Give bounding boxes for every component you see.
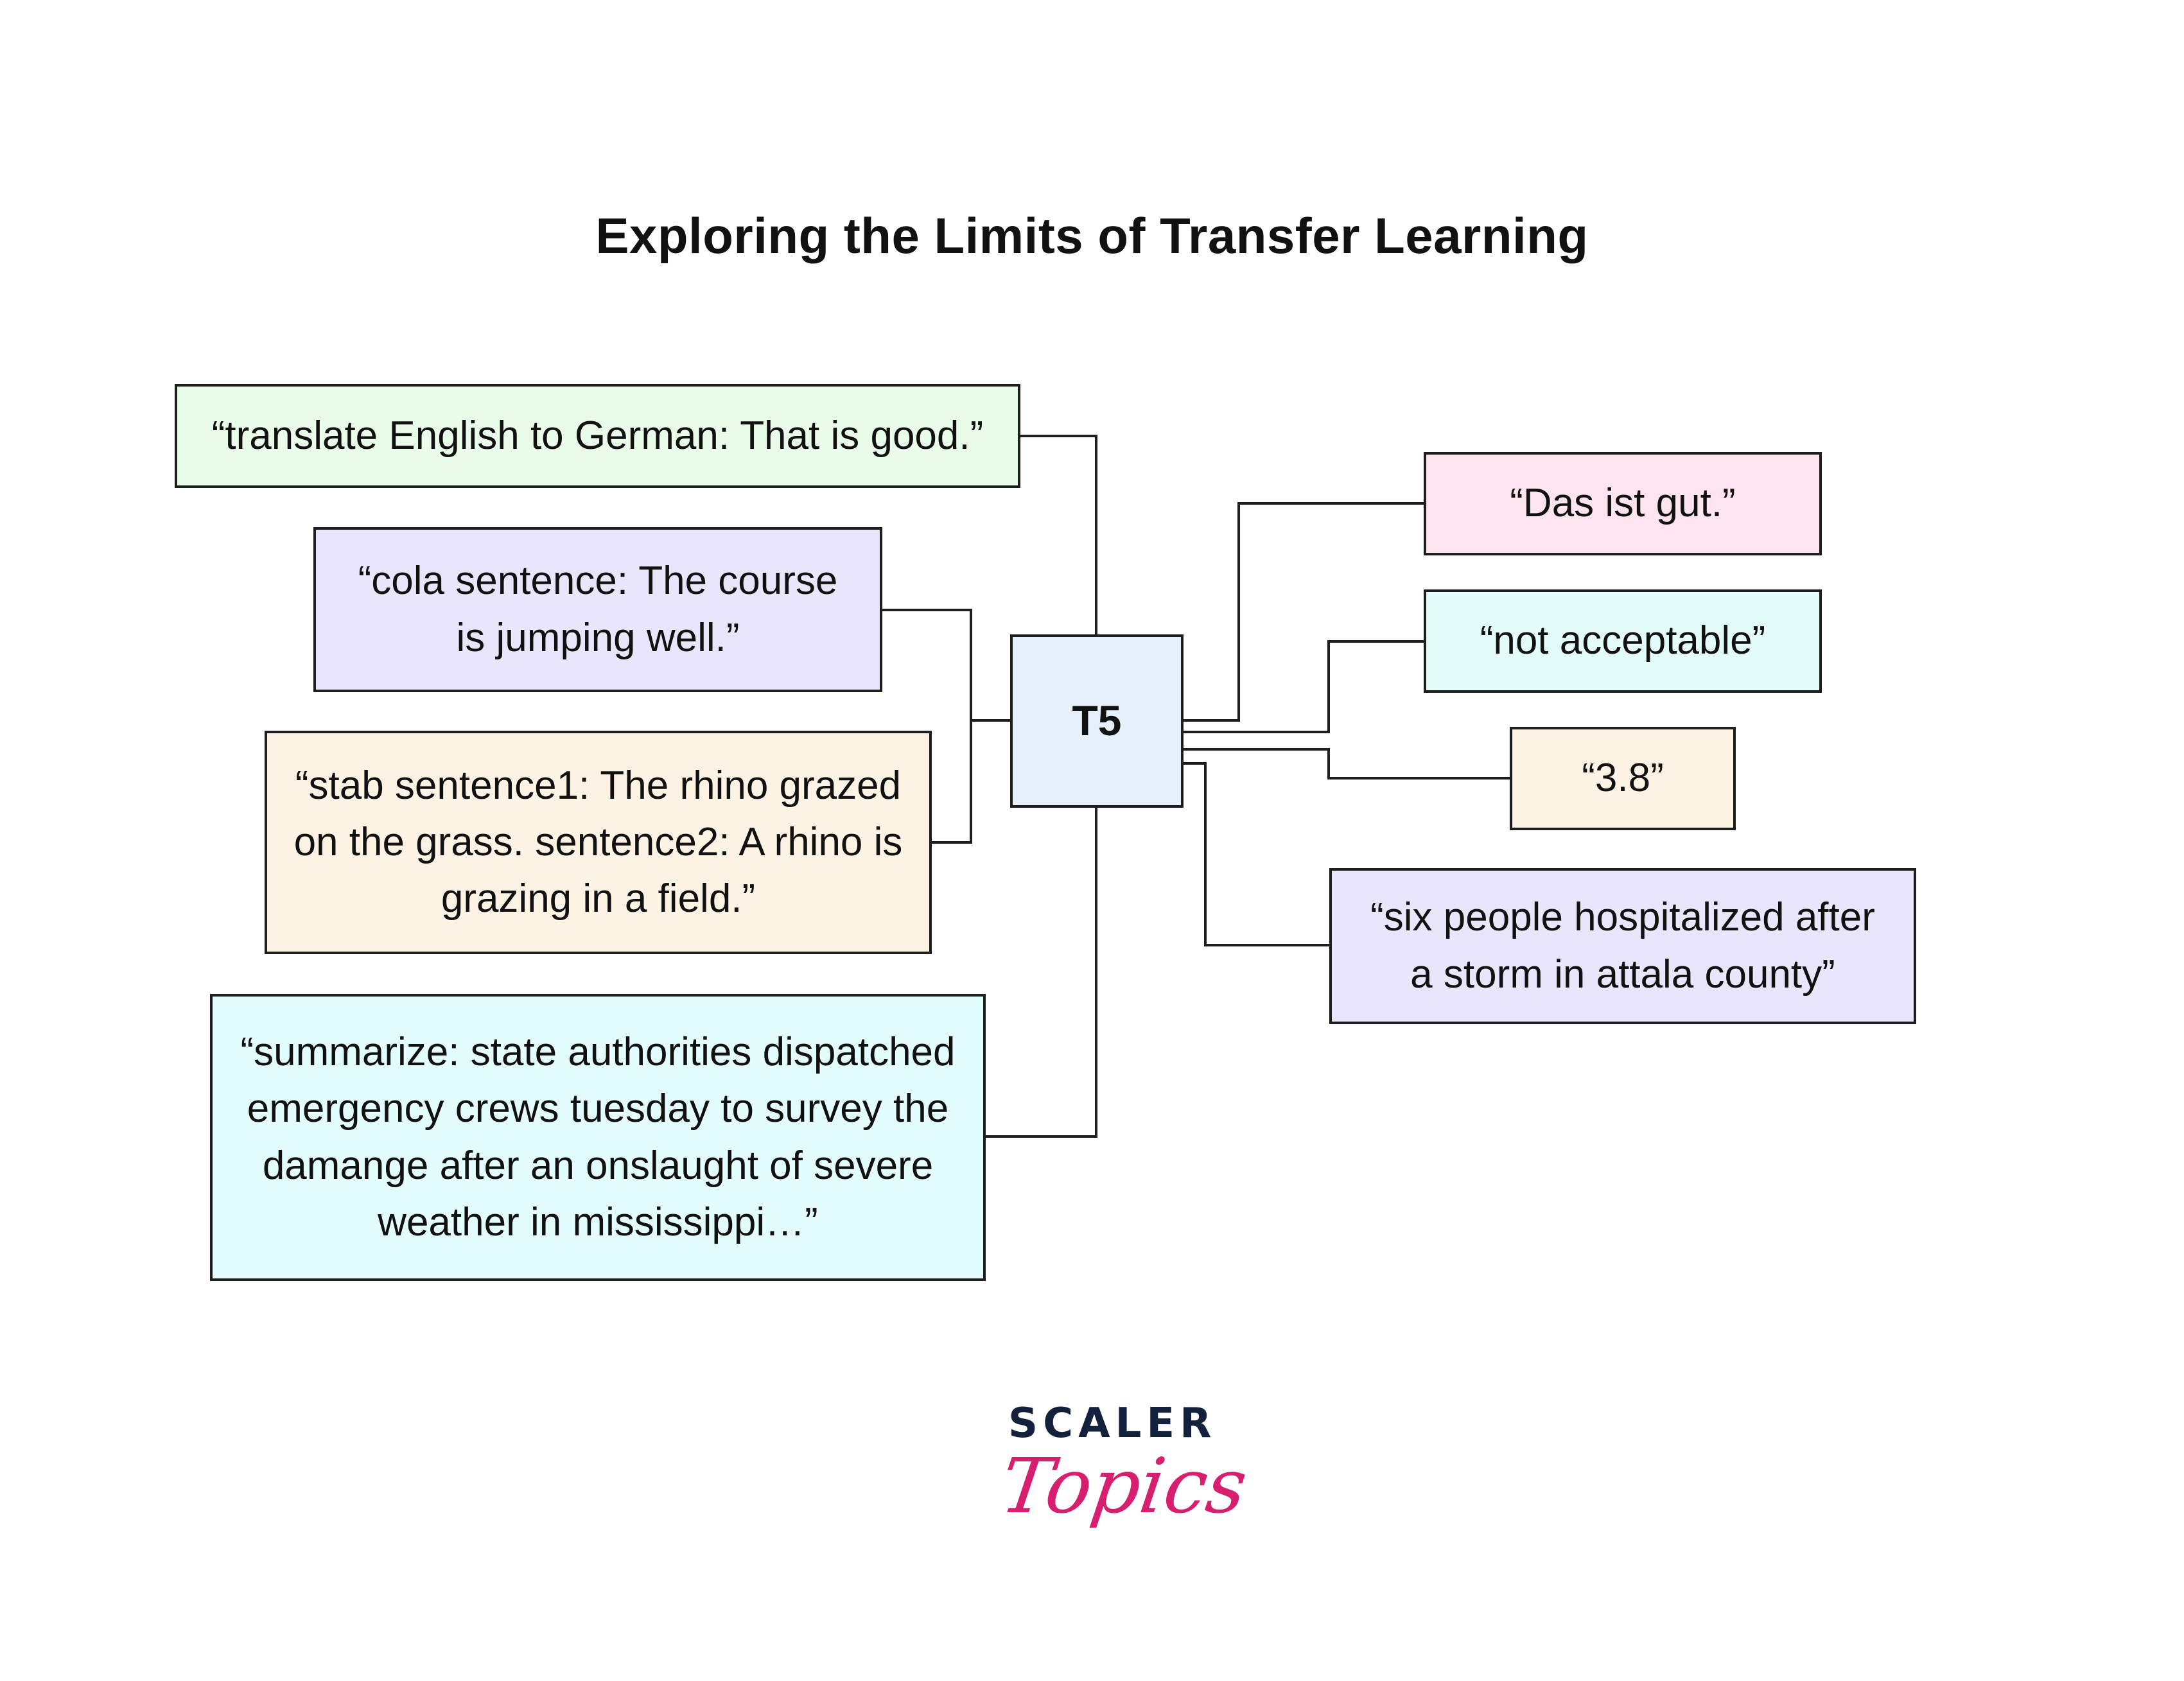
logo-scaler-wordmark: SCALER (1008, 1400, 1217, 1447)
connector-six-people (1182, 762, 1331, 946)
input-box-cola: “cola sentence: The course is jumping we… (313, 527, 882, 692)
connector-3-8 (1182, 748, 1511, 780)
t5-label: T5 (1072, 697, 1122, 745)
input-box-translate: “translate English to German: That is go… (175, 384, 1020, 488)
connector-summarize (984, 806, 1097, 1138)
output-box-six-people: “six people hospitalized after a storm i… (1329, 868, 1916, 1024)
connector-cola (881, 609, 1011, 722)
connector-not-acceptable (1182, 640, 1425, 733)
input-box-stab: “stab sentence1: The rhino grazed on the… (265, 731, 932, 954)
output-box-not-acceptable: “not acceptable” (1424, 589, 1822, 693)
input-box-summarize: “summarize: state authorities dispatched… (210, 994, 986, 1281)
connector-stab (930, 720, 972, 844)
connector-das-ist-gut (1182, 502, 1425, 722)
output-text-3-8: “3.8” (1582, 756, 1664, 801)
t5-model-box: T5 (1010, 634, 1184, 808)
logo-topics-wordmark: Topics (995, 1441, 1253, 1530)
input-text-stab: “stab sentence1: The rhino grazed on the… (293, 763, 903, 921)
input-text-cola: “cola sentence: The course is jumping we… (358, 559, 838, 660)
output-box-das-ist-gut: “Das ist gut.” (1424, 452, 1822, 555)
output-box-3-8: “3.8” (1510, 727, 1736, 830)
input-text-translate: “translate English to German: That is go… (211, 413, 984, 458)
connector-translate (1019, 435, 1097, 636)
output-text-das-ist-gut: “Das ist gut.” (1510, 481, 1736, 526)
input-text-summarize: “summarize: state authorities dispatched… (240, 1030, 956, 1244)
diagram-title: Exploring the Limits of Transfer Learnin… (595, 207, 1589, 264)
output-text-six-people: “six people hospitalized after a storm i… (1370, 895, 1875, 997)
output-text-not-acceptable: “not acceptable” (1480, 618, 1766, 663)
